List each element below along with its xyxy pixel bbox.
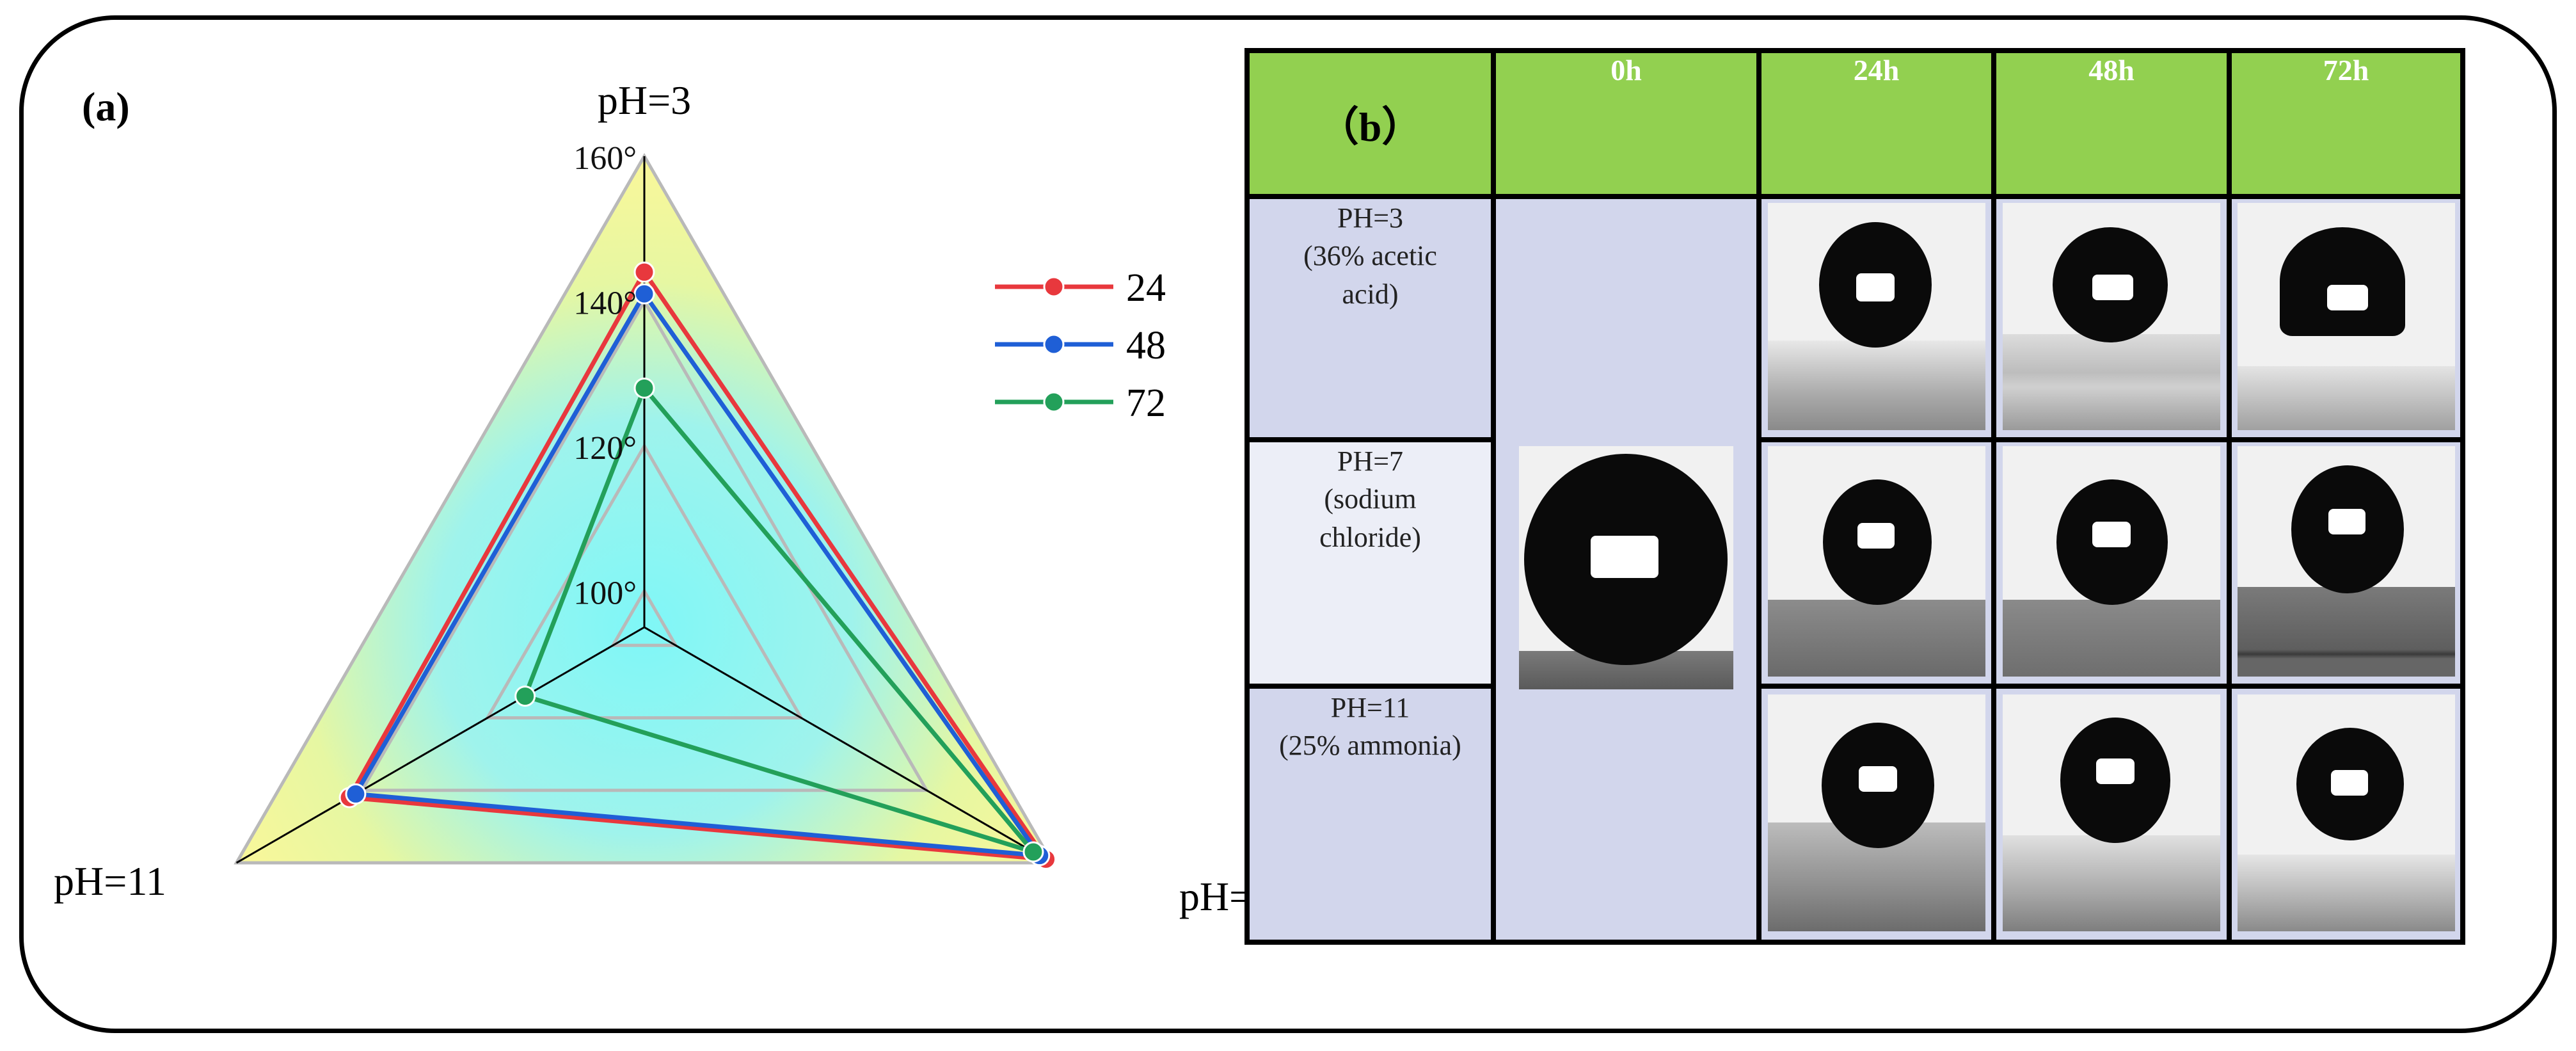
droplet-photo: [2237, 694, 2455, 931]
row-label-line: PH=7: [1337, 445, 1404, 477]
radar-tick-labels: 100° 120° 140° 160°: [573, 140, 637, 611]
row-label-line: PH=3: [1337, 202, 1404, 234]
legend-marker-24: [1043, 276, 1065, 298]
row-label-line: chloride): [1319, 521, 1421, 553]
radial-tick-label: 140°: [573, 285, 637, 321]
droplet-photo: [1519, 446, 1733, 689]
row-label-ph11: PH=11 (25% ammonia): [1244, 684, 1496, 945]
droplet-image-0h: [1491, 194, 1761, 945]
droplet-photo: [1767, 694, 1985, 931]
radial-tick-label: 100°: [573, 575, 637, 611]
series-point-48: [345, 783, 367, 805]
radial-tick-label: 120°: [573, 430, 637, 467]
column-header-48h: 48h: [1991, 48, 2232, 199]
droplet-image-ph3-48h: [1991, 194, 2232, 442]
legend-marker-48: [1043, 333, 1065, 355]
column-header-0h: 0h: [1491, 48, 1761, 199]
row-label-line: (sodium: [1324, 483, 1417, 515]
droplet-photo: [1767, 203, 1985, 430]
series-point-48: [633, 283, 655, 305]
radar-grid-ring: [359, 298, 930, 792]
series-point-24: [633, 261, 655, 283]
radar-axis-labels: pH=3 pH=7 pH=11: [54, 77, 1254, 919]
series-point-72: [633, 377, 655, 399]
legend-label-24: 24: [1126, 266, 1166, 310]
axis-label: pH=3: [598, 77, 691, 123]
radar-grid-ring: [484, 442, 804, 720]
droplet-image-ph11-72h: [2227, 684, 2465, 945]
droplet-image-ph7-24h: [1756, 437, 1996, 689]
contact-angle-table: （b） 0h 24h 48h 72h PH=3 (36% acetic acid…: [1244, 48, 2465, 945]
droplet-image-ph11-48h: [1991, 684, 2232, 945]
panel-a-label: (a): [82, 84, 130, 129]
axis-label: pH=11: [54, 858, 166, 904]
radar-grid-ring: [610, 588, 679, 647]
radar-spoke: [235, 626, 645, 864]
series-line-24: [346, 268, 1051, 862]
droplet-image-ph11-24h: [1756, 684, 1996, 945]
radial-tick-label: 160°: [573, 140, 637, 177]
droplet-photo: [2237, 203, 2455, 430]
droplet-image-ph7-48h: [1991, 437, 2232, 689]
droplet-image-ph3-24h: [1756, 194, 1996, 442]
series-line-48: [352, 289, 1044, 858]
axis-label: pH=7: [1179, 874, 1254, 919]
row-label-line: (36% acetic: [1303, 240, 1437, 272]
radar-chart: 100° 120° 140° 160° pH=3 pH=7 pH=11 24 48 72 (a…: [54, 77, 1254, 919]
droplet-image-ph7-72h: [2227, 437, 2465, 689]
droplet-photo: [2003, 203, 2220, 430]
radar-spoke: [644, 626, 1053, 864]
panel-b: （b） 0h 24h 48h 72h PH=3 (36% acetic acid…: [1244, 48, 2465, 945]
row-label-line: PH=11: [1330, 692, 1410, 723]
series-line-72: [522, 383, 1040, 856]
legend-label-48: 48: [1126, 324, 1166, 367]
series-point-72: [514, 686, 536, 707]
panel-a: 100° 120° 140° 160° pH=3 pH=7 pH=11 24 48 72 (a…: [0, 0, 1254, 1051]
row-label-line: acid): [1342, 278, 1399, 310]
row-label-line: (25% ammonia): [1279, 730, 1461, 762]
droplet-photo: [1767, 446, 1985, 677]
droplet-photo: [2237, 446, 2455, 677]
column-header-72h: 72h: [2227, 48, 2465, 199]
legend-label-72: 72: [1126, 381, 1166, 425]
panel-b-label: （b）: [1244, 48, 1496, 199]
droplet-photo: [2003, 694, 2220, 931]
droplet-photo: [2003, 446, 2220, 677]
legend-marker-72: [1043, 391, 1065, 413]
series-point-72: [1022, 841, 1044, 863]
droplet-image-ph3-72h: [2227, 194, 2465, 442]
column-header-24h: 24h: [1756, 48, 1996, 199]
legend: 24 48 72: [995, 266, 1166, 425]
row-label-ph7: PH=7 (sodium chloride): [1244, 437, 1496, 689]
row-label-ph3: PH=3 (36% acetic acid): [1244, 194, 1496, 442]
radar-series: [338, 261, 1057, 870]
